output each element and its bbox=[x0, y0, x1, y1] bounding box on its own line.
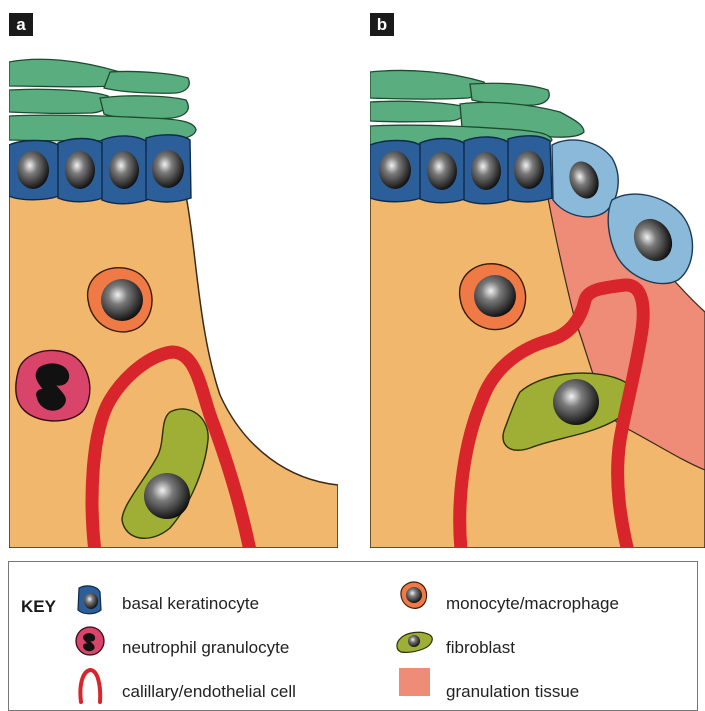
wound-healing-diagram: a b bbox=[0, 0, 705, 561]
key-title: KEY bbox=[21, 597, 56, 617]
key-box: KEY basal keratinocyte neutrophil granul… bbox=[8, 561, 698, 711]
svg-text:a: a bbox=[16, 15, 26, 34]
basal-keratinocyte-icon bbox=[73, 584, 105, 616]
panel-b bbox=[370, 70, 705, 560]
panel-label-b: b bbox=[370, 13, 394, 36]
panel-label-a: a bbox=[9, 13, 33, 36]
key-label-neutrophil: neutrophil granulocyte bbox=[122, 638, 289, 658]
panel-a bbox=[9, 59, 338, 560]
key-label-fibroblast: fibroblast bbox=[446, 638, 515, 658]
key-label-capillary: calillary/endothelial cell bbox=[122, 682, 296, 702]
fibroblast-icon bbox=[395, 628, 435, 656]
key-label-monocyte: monocyte/macrophage bbox=[446, 594, 619, 614]
suprabasal-keratinocytes-b bbox=[370, 70, 584, 146]
svg-text:b: b bbox=[377, 15, 387, 34]
monocyte-icon bbox=[397, 578, 431, 612]
capillary-icon bbox=[73, 664, 107, 704]
neutrophil-icon bbox=[73, 624, 107, 658]
key-label-granulation-tissue: granulation tissue bbox=[446, 682, 579, 702]
key-label-basal-keratinocyte: basal keratinocyte bbox=[122, 594, 259, 614]
suprabasal-keratinocytes-a bbox=[9, 59, 196, 141]
basal-keratinocytes-a bbox=[9, 135, 191, 204]
neutrophil-a bbox=[16, 350, 90, 420]
granulation-tissue-icon bbox=[399, 668, 430, 696]
basal-keratinocytes-b bbox=[370, 136, 552, 204]
